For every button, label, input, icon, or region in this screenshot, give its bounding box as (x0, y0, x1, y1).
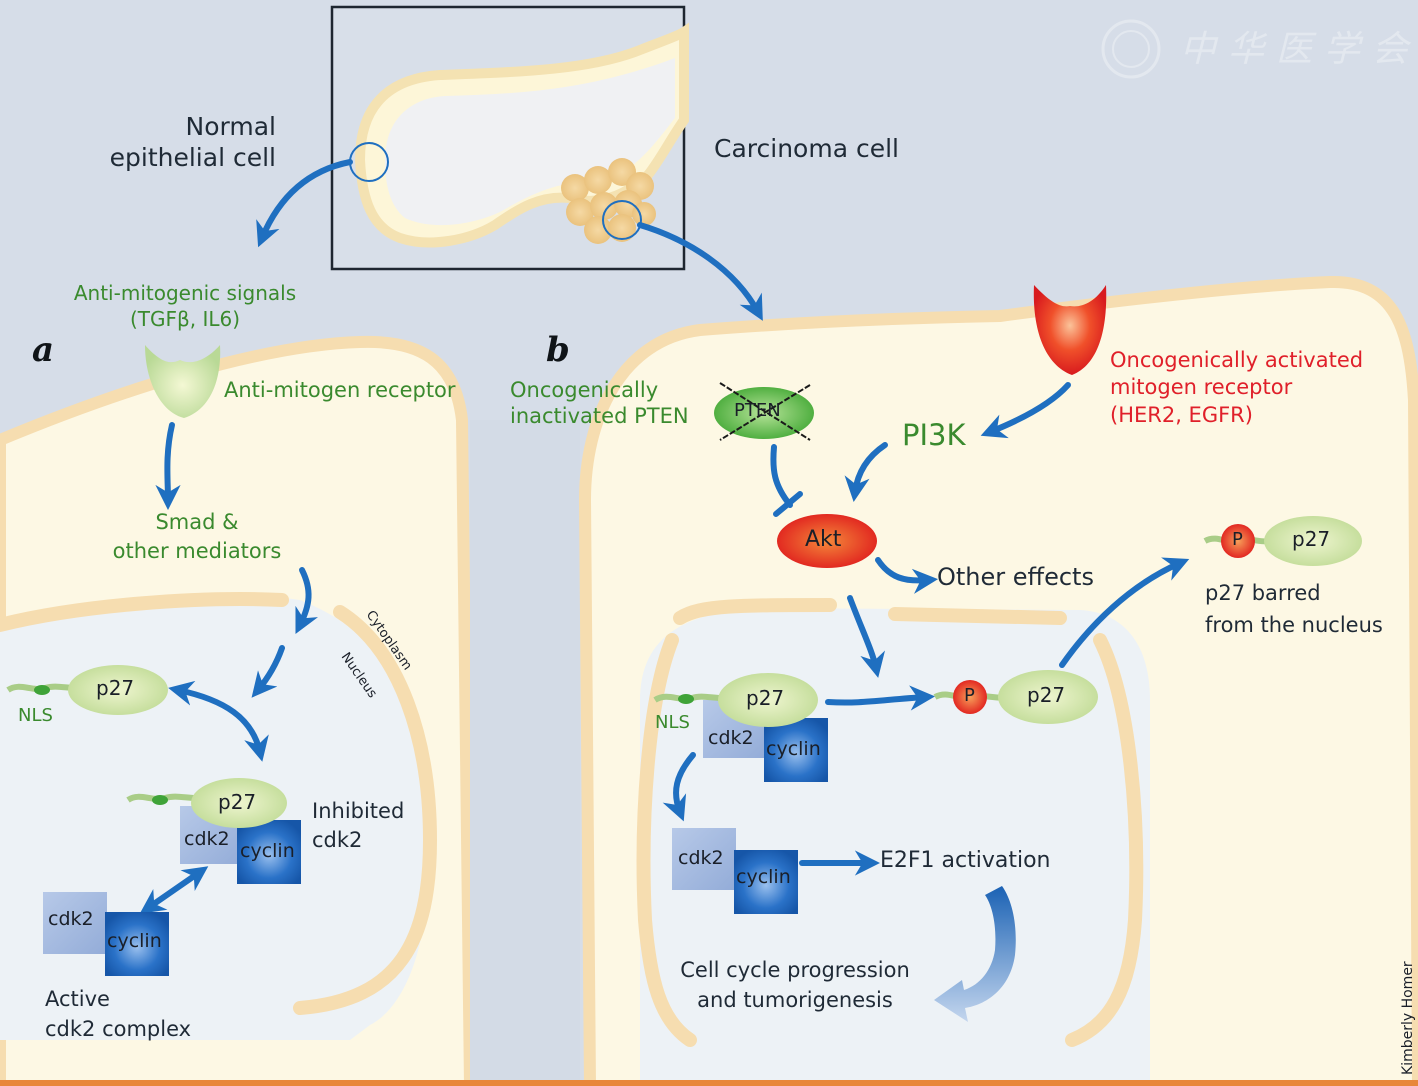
cyclin-label-inhibited: cyclin (240, 840, 295, 862)
nucleus-a-membrane-top (0, 592, 289, 632)
nls-label-a: NLS (18, 705, 53, 726)
nls-blob-a1 (34, 685, 50, 695)
cdk2-label-active: cdk2 (48, 908, 94, 930)
cdk2-box-free (672, 828, 736, 890)
cdk2-box-active (43, 892, 107, 954)
cdk2-label-inhibited: cdk2 (184, 828, 230, 850)
barred-phospho-label: P (1232, 529, 1243, 550)
pten-cross-icon (719, 382, 811, 441)
gland-lumen (385, 58, 675, 226)
cyclin-label-complex: cyclin (766, 738, 821, 760)
cell-cycle-progression-label: Cell cycle progression and tumorigenesis (680, 958, 910, 1013)
akt-label: Akt (805, 527, 842, 552)
p27-label-barred: p27 (1292, 527, 1331, 551)
arrows (139, 159, 1190, 914)
arrow-akt-to-other-effects (875, 557, 939, 594)
barred-phospho-circle (1221, 524, 1255, 558)
pten-label: PTEN (734, 400, 781, 421)
p27-molecule-a2 (191, 778, 287, 828)
cyclin-box-active (105, 912, 169, 976)
arrow-receptor-to-smad (155, 422, 181, 511)
other-effects-label: Other effects (937, 563, 1094, 591)
p27-label-a2: p27 (218, 790, 257, 814)
phospho-circle (953, 680, 987, 714)
watermark-text: 中华医学会 (1180, 29, 1418, 70)
cyclin-label-free: cyclin (736, 866, 791, 888)
extracellular-gap (470, 420, 580, 1086)
p27-molecule-b1 (718, 673, 818, 727)
nucleus-b-membrane-right (1065, 633, 1144, 1047)
arrow-phospho-to-barred (1059, 557, 1190, 668)
cyclin-box-free (734, 850, 798, 914)
panel-b-letter: b (546, 330, 570, 370)
panel-a-letter: a (32, 330, 55, 370)
illustrator-credit: Kimberly Homer (1400, 961, 1416, 1075)
p27-label-phospho: p27 (1027, 683, 1066, 707)
p27-label-a1: p27 (96, 676, 135, 700)
society-emblem-icon (1101, 19, 1161, 79)
cyclin-box-complex (764, 718, 828, 782)
nucleus-b-membrane-top-left (673, 598, 837, 625)
anti-mitogen-receptor (145, 345, 221, 418)
oncogenic-receptor-label: Oncogenically activated mitogen receptor… (1110, 348, 1364, 427)
e2f1-activation-label: E2F1 activation (880, 848, 1051, 873)
arrow-complex-to-free-cdk2 (662, 752, 696, 822)
pi3k-label: PI3K (902, 418, 966, 452)
active-cdk2-complex-label: Active cdk2 complex (45, 987, 192, 1042)
phospho-label: P (964, 685, 975, 706)
normal-epithelial-cell-label: Normal epithelial cell (109, 112, 276, 172)
akt-molecule (777, 514, 877, 568)
carcinoma-cluster (561, 158, 656, 244)
progression-curved-arrow (934, 886, 1016, 1022)
pten-inhibition-bar (773, 491, 803, 517)
arrow-akt-to-nucleus (847, 595, 886, 678)
anti-mitogen-receptor-label: Anti-mitogen receptor (224, 378, 456, 402)
cyclin-label-active: cyclin (107, 930, 162, 952)
anti-mitogenic-signals-label: Anti-mitogenic signals (TGFβ, IL6) (73, 281, 297, 331)
pten-inhibition-line (770, 444, 793, 508)
smad-mediators-label: Smad & other mediators (112, 510, 282, 564)
nucleus-b-membrane-top-right (888, 607, 1067, 625)
pten-description-label: Oncogenically inactivated PTEN (510, 378, 689, 429)
nucleus-a-membrane-side (293, 605, 438, 1015)
arrow-receptor-to-pi3k (980, 382, 1071, 439)
p27-barred-label: p27 barred from the nucleus (1205, 581, 1383, 637)
nls-blob-a2 (152, 795, 168, 805)
p27-molecule-barred (1264, 516, 1362, 566)
arrow-p27-bidirectional (168, 680, 269, 762)
arrow-pi3k-to-akt (844, 442, 888, 502)
p27-molecule-phospho (998, 670, 1098, 724)
p27-molecule-a1 (68, 665, 168, 715)
arrow-inset-to-panel-b (637, 222, 763, 321)
arrow-smad-to-nucleus-1 (295, 567, 319, 635)
arrow-complex-to-phospho-p27 (825, 685, 936, 711)
inhibited-cdk2-label: Inhibited cdk2 (312, 799, 405, 853)
arrow-active-inhibited-bidirectional (139, 866, 209, 914)
carcinoma-cell-label: Carcinoma cell (714, 134, 899, 163)
nls-blob-b1 (678, 694, 694, 704)
bottom-rule (0, 1080, 1418, 1086)
cyclin-box-inhibited (237, 820, 301, 884)
cdk2-label-free: cdk2 (678, 847, 724, 869)
cdk2-label-complex: cdk2 (708, 727, 754, 749)
carcinoma-cell-highlight (602, 200, 642, 240)
arrow-inset-to-panel-a (256, 159, 353, 248)
oncogenic-mitogen-receptor (1033, 285, 1107, 375)
p27-label-b1: p27 (746, 686, 785, 710)
nls-label-b: NLS (655, 712, 690, 733)
